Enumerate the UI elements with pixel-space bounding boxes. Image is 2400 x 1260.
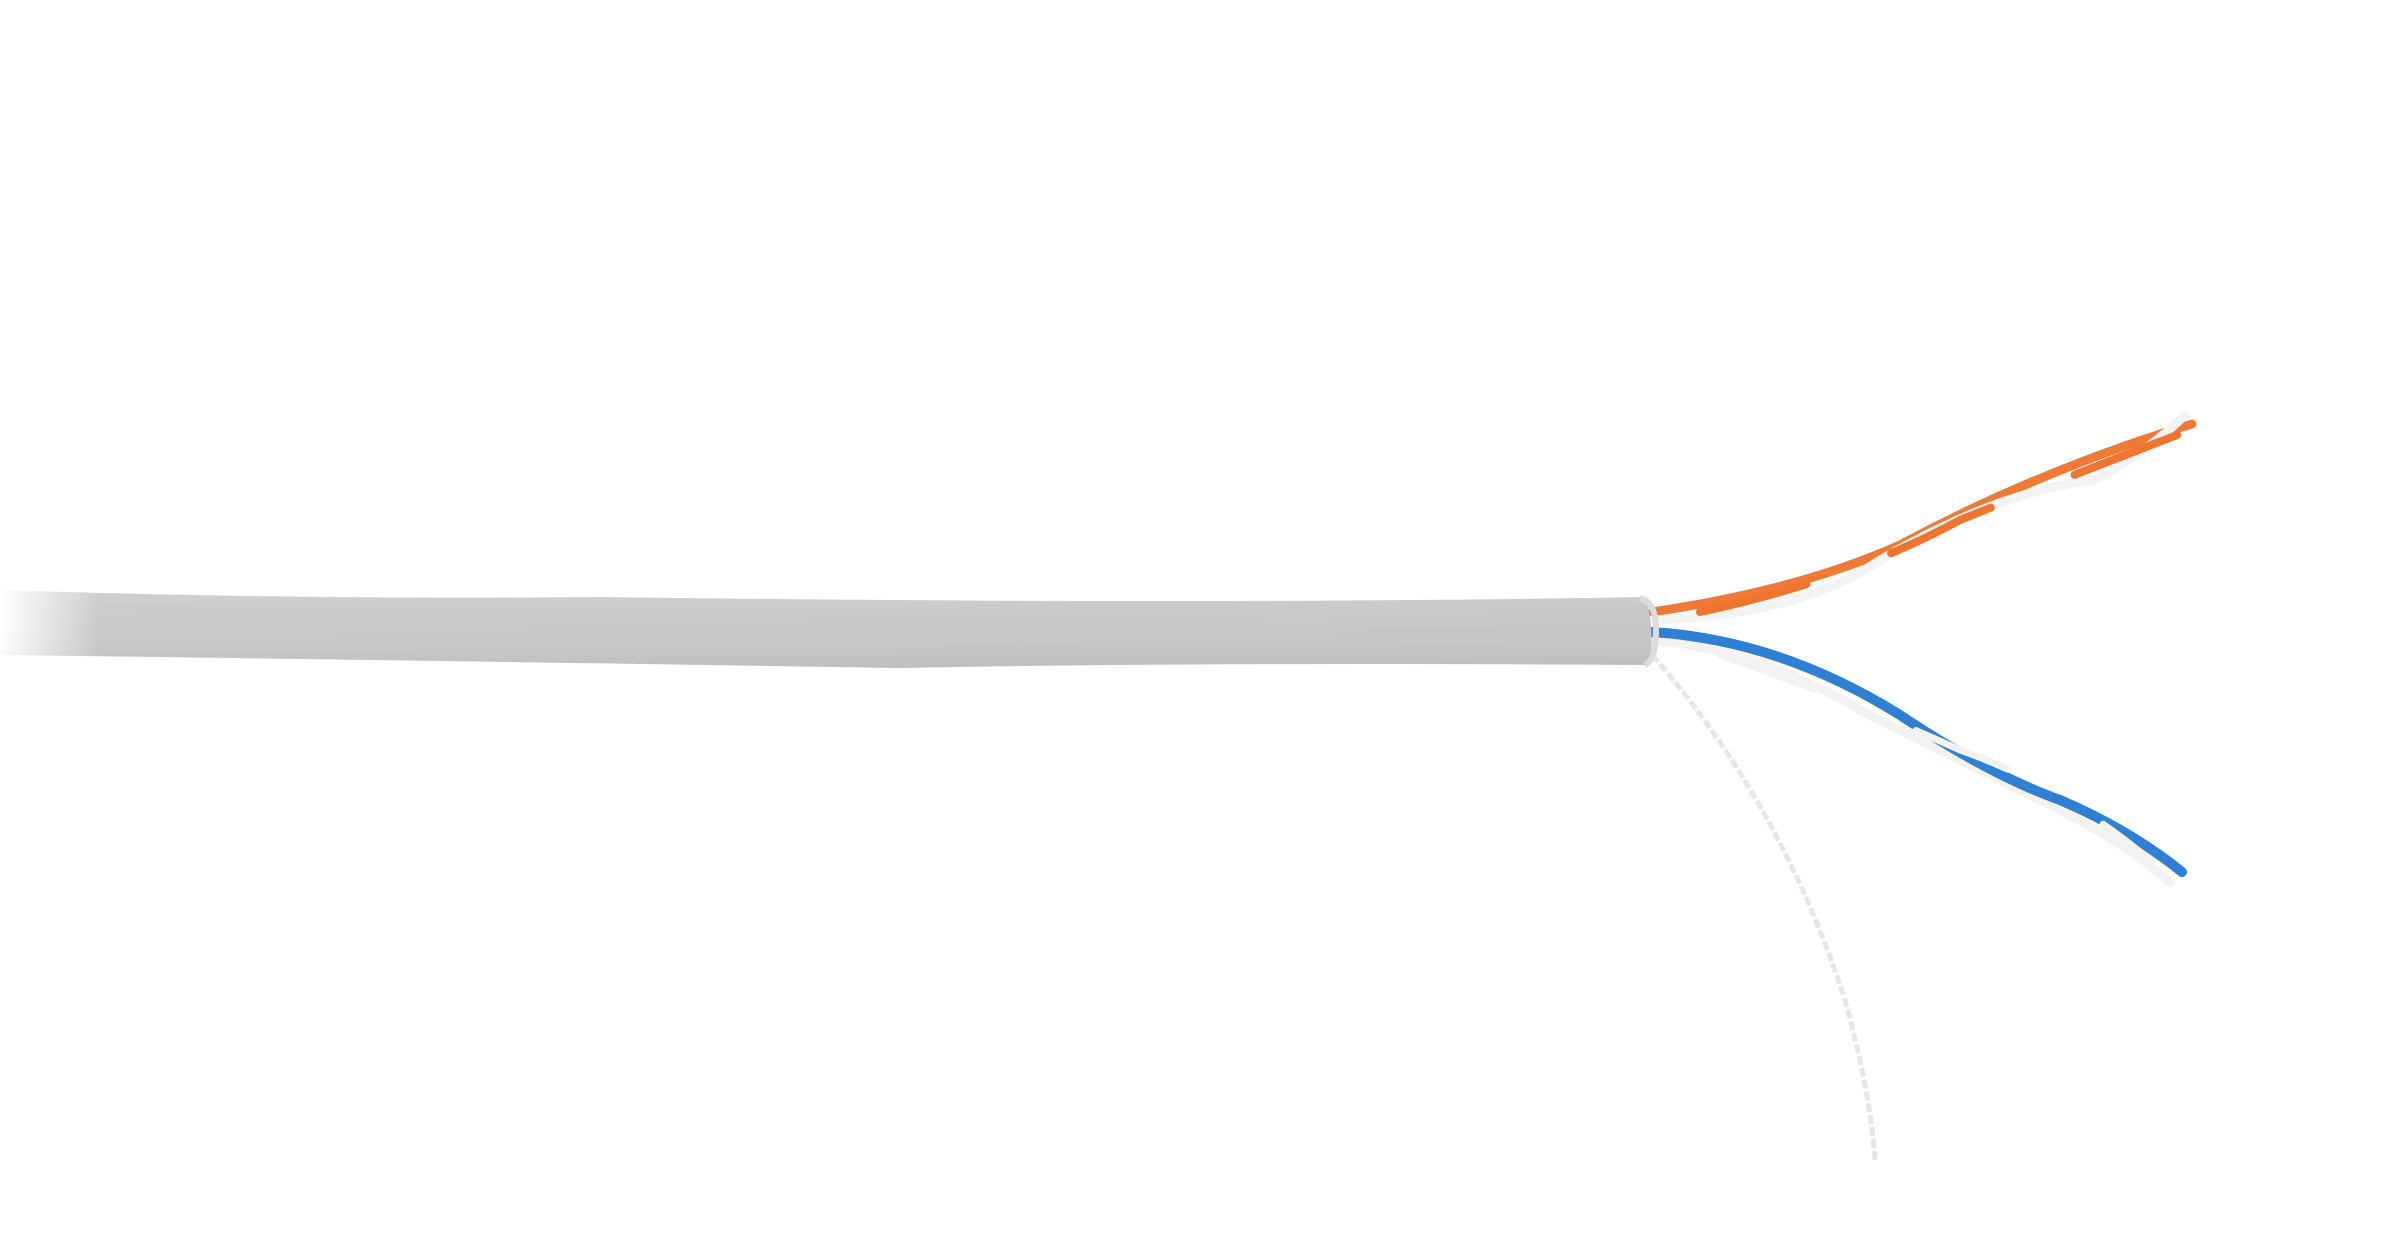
- cable-end-face: [1638, 595, 1660, 668]
- orange-wire-pair: [1647, 410, 2197, 625]
- ripcord-thread: [1650, 653, 1878, 1161]
- cable-jacket-shading: [0, 590, 1652, 668]
- blue-wire-pair: [1647, 627, 2187, 887]
